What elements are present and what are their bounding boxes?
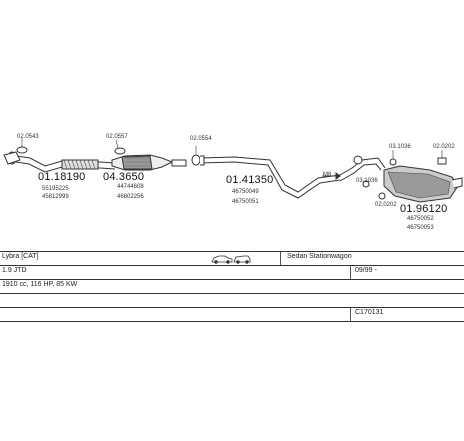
info-row-2: 1.9 JTD 09/99 - xyxy=(0,266,464,279)
part-code-gasket-1: 02.0543 xyxy=(17,134,39,140)
engine-spec: 1910 cc, 116 HP, 85 KW xyxy=(2,281,78,288)
m8-label: M8 xyxy=(323,172,332,178)
table-top-rule xyxy=(0,251,464,252)
clamp-03-1036-b xyxy=(362,180,370,188)
vehicle-model: Lybra [CAT] xyxy=(2,253,39,260)
part-code-clamp-1: 02.0202 xyxy=(375,202,397,208)
divider xyxy=(350,308,351,321)
info-row-3: 1910 cc, 116 HP, 85 KW xyxy=(0,280,464,293)
part-code-gasket-2: 02.0557 xyxy=(106,134,128,140)
table-bottom-rule xyxy=(0,321,464,322)
part-code-gasket-3: 02.0554 xyxy=(190,136,212,142)
info-row-4 xyxy=(0,294,464,307)
front-pipe xyxy=(3,151,116,173)
row-rule xyxy=(0,279,464,280)
oem-middle-pipe-1: 46750049 xyxy=(232,189,259,195)
reference-code: C170131 xyxy=(355,309,384,316)
part-code-catalytic-converter: 04.3650 xyxy=(103,171,145,183)
info-row-5: C170131 xyxy=(0,308,464,321)
divider xyxy=(350,266,351,279)
body-type: Sedan Stationwagon xyxy=(287,253,352,260)
row-rule xyxy=(0,265,464,266)
rear-muffler xyxy=(383,165,463,203)
part-code-hanger-2: 02.0202 xyxy=(433,144,455,150)
production-year: 09/99 - xyxy=(355,267,377,274)
clamp-02-0202-b xyxy=(378,192,386,200)
oem-front-pipe-1: 55195225 xyxy=(42,186,69,192)
oem-rear-muffler-1: 46750052 xyxy=(407,216,434,222)
oem-rear-muffler-2: 46750053 xyxy=(407,225,434,231)
oem-front-pipe-2: 45812999 xyxy=(42,194,69,200)
m8-arrow xyxy=(322,172,341,180)
oem-catalyst-2: 46802256 xyxy=(117,194,144,200)
rear-connector xyxy=(339,155,386,182)
info-row-1: Lybra [CAT] Sedan Stationwagon xyxy=(0,252,464,265)
gasket-02-0543 xyxy=(16,138,28,154)
part-code-middle-pipe: 01.41350 xyxy=(226,174,274,186)
oem-catalyst-1: 44744608 xyxy=(117,184,144,190)
row-rule xyxy=(0,293,464,294)
part-code-rear-muffler: 01.96120 xyxy=(400,203,448,215)
gasket-02-0554 xyxy=(191,146,201,166)
engine: 1.9 JTD xyxy=(2,267,27,274)
part-code-front-pipe: 01.18190 xyxy=(38,171,86,183)
part-code-hanger-1: 03.1036 xyxy=(389,144,411,150)
middle-pipe xyxy=(199,155,341,199)
car-wagon-icon xyxy=(233,255,251,264)
catalytic-converter xyxy=(111,139,187,171)
car-sedan-icon xyxy=(211,255,233,264)
part-code-clamp-2: 03.1036 xyxy=(356,178,378,184)
oem-middle-pipe-2: 46750051 xyxy=(232,199,259,205)
divider xyxy=(280,252,281,265)
rubber-hanger-03-1036-a xyxy=(389,150,397,166)
rubber-hanger-02-0202-a xyxy=(437,150,447,165)
row-rule xyxy=(0,307,464,308)
